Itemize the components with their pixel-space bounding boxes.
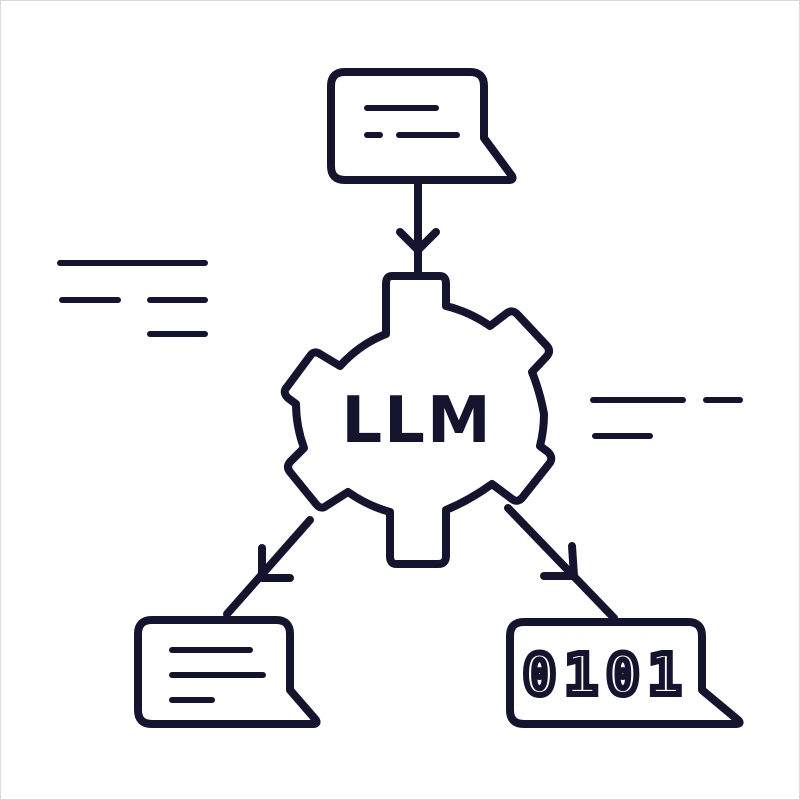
arrow-input-to-llm: [396, 178, 440, 276]
decorative-lines-right: [590, 397, 743, 439]
decorative-lines-left: [57, 260, 208, 337]
arrow-llm-to-binary-output: [504, 504, 618, 622]
binary-output-chat-bubble-icon: 0101: [506, 618, 744, 728]
text-output-chat-bubble-icon: [134, 616, 321, 728]
llm-label: LLM: [341, 384, 492, 458]
arrow-llm-to-text-output: [223, 516, 314, 618]
input-chat-bubble-icon: [327, 68, 517, 184]
binary-label: 0101: [523, 643, 690, 708]
gear-icon: LLM: [280, 272, 556, 568]
